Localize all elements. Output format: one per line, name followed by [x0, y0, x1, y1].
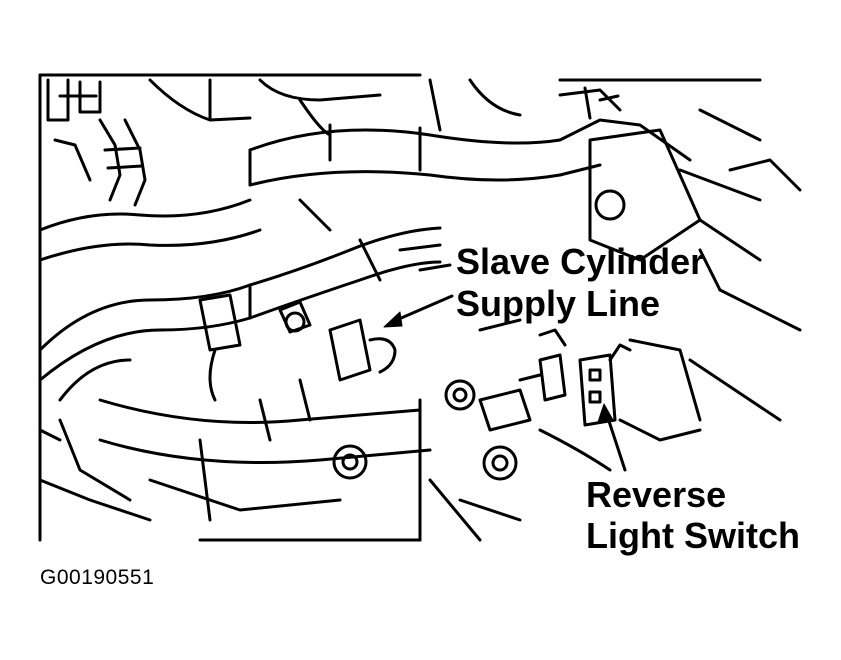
left-bracket-part — [46, 78, 147, 207]
slave-cylinder-label-line1: Slave Cylinder — [456, 241, 705, 282]
frame-rail — [248, 118, 692, 187]
arrow-head-reverse-switch — [597, 403, 614, 423]
hose-left — [38, 198, 262, 402]
upper-structure — [148, 78, 622, 137]
slave-cylinder-supply-line — [198, 226, 442, 402]
arrow-head-slave-line — [383, 311, 403, 328]
reverse-switch-label-line2: Light Switch — [586, 515, 800, 556]
leader-arrows — [383, 294, 627, 472]
reverse-switch-label-line1: Reverse — [586, 474, 727, 515]
bolt-heads — [284, 311, 518, 481]
drawing-border — [38, 73, 762, 542]
figure-id: G00190551 — [40, 566, 155, 589]
reverse-light-switch — [478, 318, 702, 432]
slave-cylinder-label-line2: Supply Line — [456, 283, 661, 324]
lower-right-structure — [298, 198, 702, 522]
transmission-housing — [38, 378, 482, 542]
right-bracket — [588, 108, 802, 422]
